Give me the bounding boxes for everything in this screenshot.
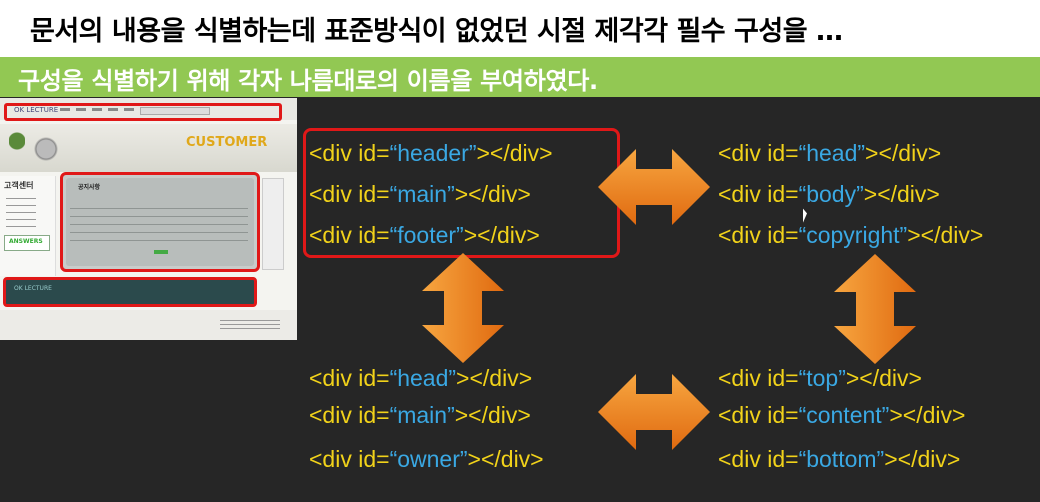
mouse-cursor-icon bbox=[803, 209, 807, 224]
headset-icon bbox=[32, 136, 60, 162]
thumb-footer-highlight bbox=[3, 277, 257, 307]
code-line: <div id=“bottom”></div> bbox=[718, 448, 960, 471]
thumb-nav bbox=[60, 108, 140, 111]
subtitle-bar: 구성을 식별하기 위해 각자 나름대로의 이름을 부여하였다. bbox=[0, 57, 1040, 97]
thumb-right-column bbox=[262, 178, 284, 270]
code-line: <div id=“header”></div> bbox=[309, 142, 553, 165]
code-line: <div id=“owner”></div> bbox=[309, 448, 544, 471]
code-line: <div id=“content”></div> bbox=[718, 404, 965, 427]
thumb-logo: OK LECTURE bbox=[14, 106, 58, 114]
thumb-notice-rows bbox=[70, 208, 248, 244]
thumb-bottom-text bbox=[220, 320, 280, 332]
code-line: <div id=“main”></div> bbox=[309, 183, 531, 206]
double-arrow-vertical-icon bbox=[422, 253, 504, 363]
double-arrow-horizontal-icon bbox=[598, 372, 710, 452]
thumb-answers-text: ANSWERS bbox=[9, 238, 43, 245]
code-line: <div id=“copyright”></div> bbox=[718, 224, 983, 247]
plant-icon bbox=[9, 132, 25, 162]
code-line: <div id=“head”></div> bbox=[718, 142, 941, 165]
thumb-search bbox=[140, 107, 210, 115]
thumb-notice-title: 공지사항 bbox=[78, 182, 100, 191]
code-line: <div id=“head”></div> bbox=[309, 367, 532, 390]
slide-title: 문서의 내용을 식별하는데 표준방식이 없었던 시절 제각각 필수 구성을 … bbox=[30, 9, 842, 48]
slide-subtitle: 구성을 식별하기 위해 각자 나름대로의 이름을 부여하였다. bbox=[18, 61, 598, 96]
thumb-footer-logo: OK LECTURE bbox=[14, 285, 52, 292]
thumb-left-nav-title: 고객센터 bbox=[4, 180, 33, 191]
double-arrow-horizontal-icon bbox=[598, 147, 710, 227]
website-thumbnail: OK LECTURE CUSTOMER 고객센터 ANSWERS 공지사항 OK… bbox=[0, 98, 297, 340]
code-line: <div id=“main”></div> bbox=[309, 404, 531, 427]
code-line: <div id=“body”></div> bbox=[718, 183, 940, 206]
code-line: <div id=“top”></div> bbox=[718, 367, 922, 390]
code-line: <div id=“footer”></div> bbox=[309, 224, 540, 247]
thumb-banner-text: CUSTOMER bbox=[186, 135, 267, 150]
thumb-pager bbox=[154, 250, 168, 254]
double-arrow-vertical-icon bbox=[834, 254, 916, 364]
thumb-left-nav-items bbox=[6, 198, 36, 228]
title-bar: 문서의 내용을 식별하는데 표준방식이 없었던 시절 제각각 필수 구성을 … bbox=[0, 0, 1040, 57]
